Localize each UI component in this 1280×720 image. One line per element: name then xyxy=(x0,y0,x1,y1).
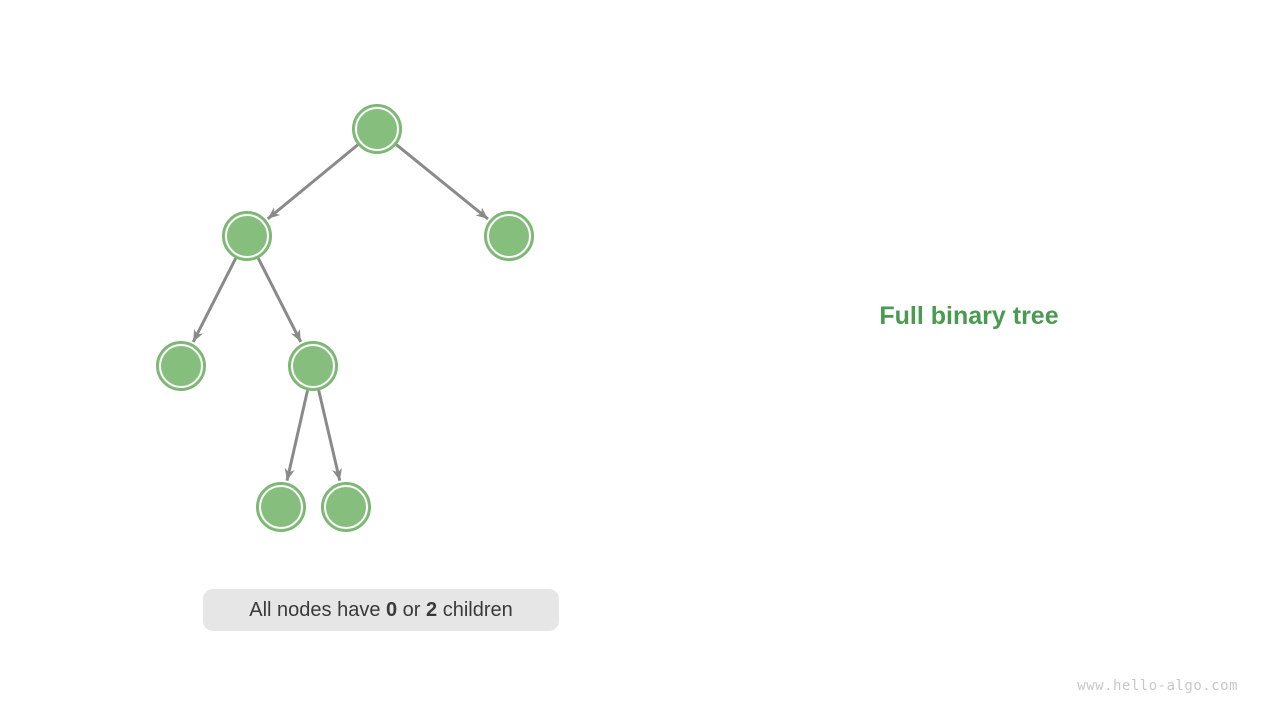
binary-tree-diagram xyxy=(156,104,534,532)
tree-edge xyxy=(191,257,238,343)
caption-bold-zero: 0 xyxy=(386,599,398,621)
tree-node xyxy=(352,104,402,154)
tree-node xyxy=(484,211,534,261)
tree-edge xyxy=(284,390,309,482)
tree-node xyxy=(288,341,338,391)
caption-text-middle: or xyxy=(397,599,427,621)
tree-edge xyxy=(395,143,489,221)
caption-text-suffix: children xyxy=(437,599,513,621)
caption-text-prefix: All nodes have xyxy=(249,599,386,621)
diagram-title: Full binary tree xyxy=(879,302,1059,330)
tree-node xyxy=(156,341,206,391)
tree-node xyxy=(321,482,371,532)
tree-node xyxy=(222,211,272,261)
watermark: www.hello-algo.com xyxy=(1077,678,1238,694)
caption-pill: All nodes have 0 or 2 children xyxy=(203,589,559,631)
caption-bold-two: 2 xyxy=(426,599,438,621)
tree-edge xyxy=(256,257,303,343)
tree-edge xyxy=(317,389,342,482)
tree-node xyxy=(256,482,306,532)
tree-edge xyxy=(266,143,359,220)
